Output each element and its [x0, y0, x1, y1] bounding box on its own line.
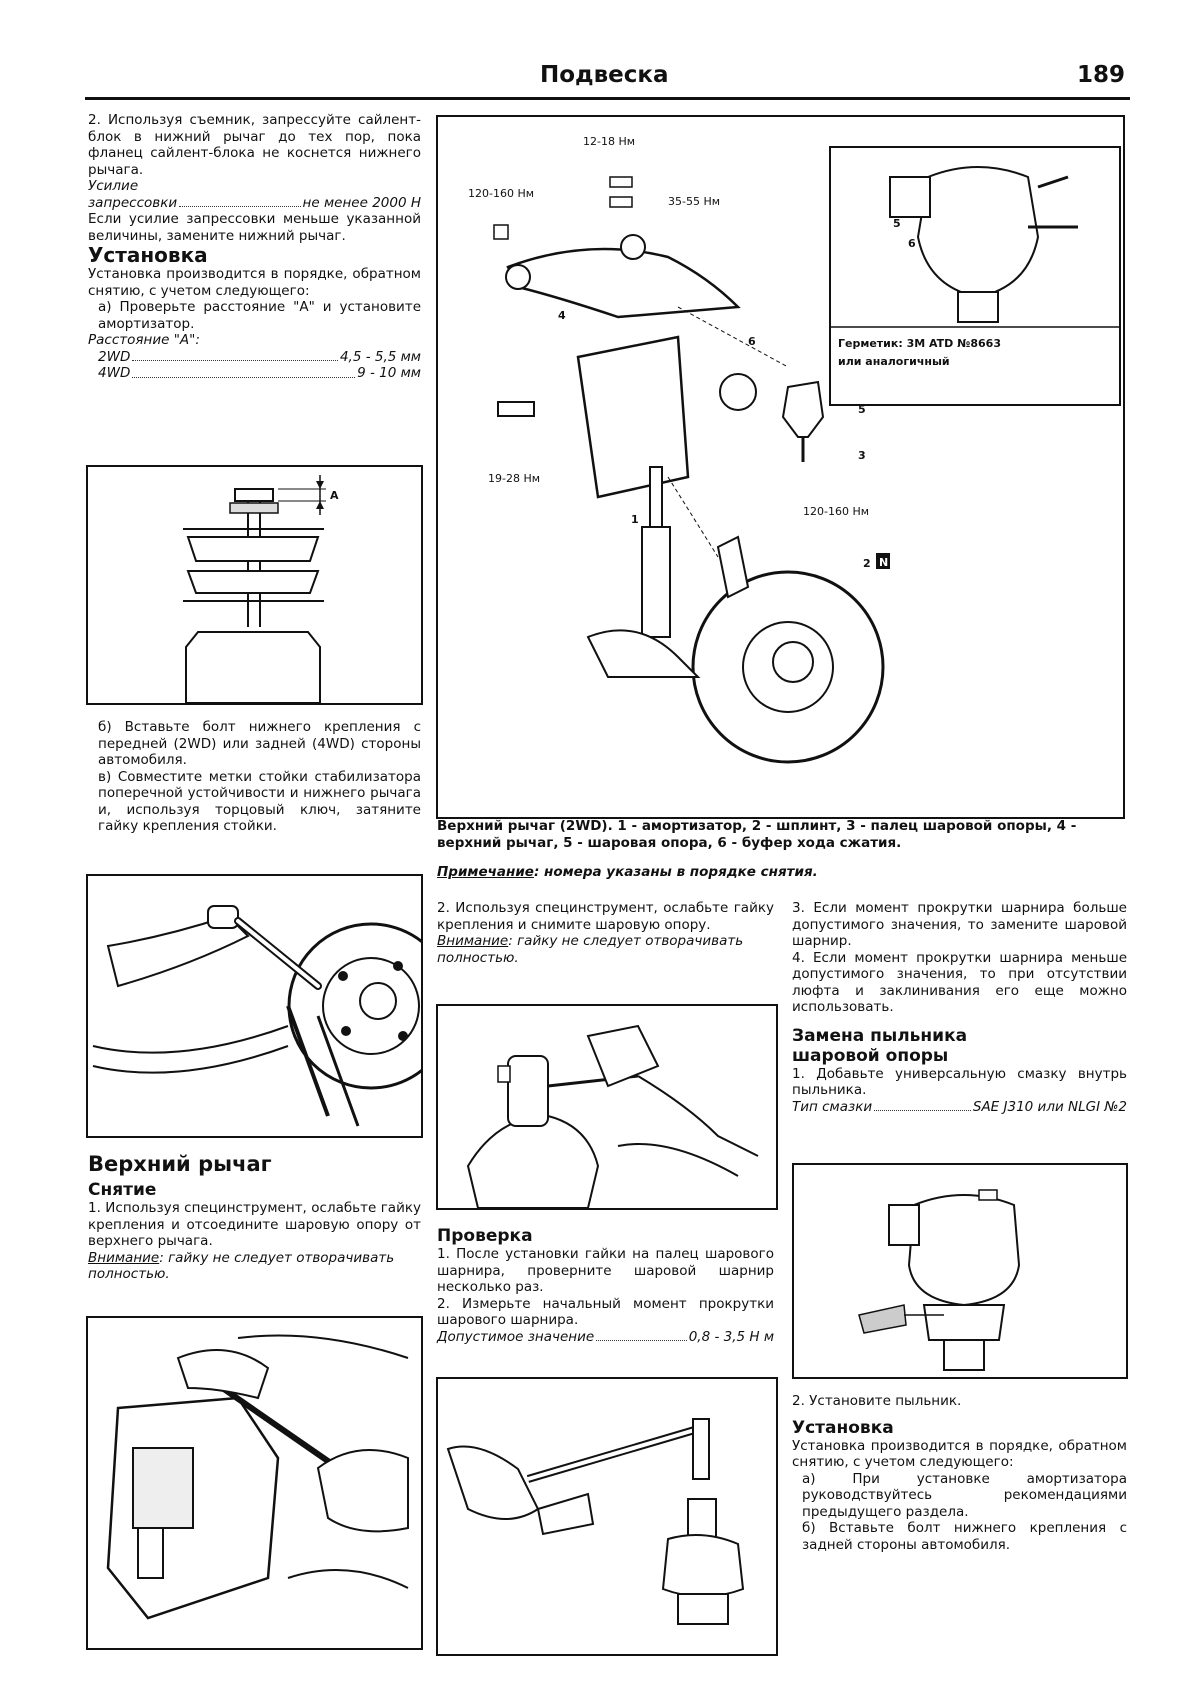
middle-warning-label: Внимание: [437, 933, 509, 949]
middle-step-2: 2. Используя специнструмент, ослабьте га…: [437, 900, 774, 933]
install-step-c: в) Совместите метки стойки стабилизатора…: [98, 768, 421, 835]
boot-heading-2: шаровой опоры: [792, 1045, 949, 1066]
middle-column-top: 2. Используя специнструмент, ослабьте га…: [437, 900, 774, 966]
part-label-4: 4: [558, 309, 566, 322]
torque-label-5: 120-160 Нм: [803, 505, 869, 518]
right-install-intro: Установка производится в порядке, обратн…: [792, 1437, 1127, 1471]
sealant-text-2: или аналогичный: [838, 355, 950, 368]
removal-heading: Снятие: [88, 1180, 157, 1200]
distance-4wd-value: 9 - 10 мм: [357, 365, 421, 381]
force-label: Усилие: [88, 178, 139, 194]
distance-a-label: A: [330, 489, 339, 502]
right-column-top: 3. Если момент прокрутки шарнира больше …: [792, 900, 1127, 1115]
ball-joint-removal-drawing: [106, 1334, 409, 1620]
right-step-4: 4. Если момент прокрутки шарнира меньше …: [792, 949, 1127, 1016]
torque-label-1: 12-18 Нм: [583, 135, 635, 148]
dot-leader: [132, 349, 338, 361]
figure-shock-absorber-distance: A: [86, 465, 423, 705]
boot-step-1: 1. Добавьте универсальную смазку внутрь …: [792, 1065, 1127, 1099]
figure-ball-joint-nut: [436, 1004, 778, 1210]
part-label-6: 6: [748, 335, 756, 348]
warning-label: Внимание: [88, 1249, 160, 1266]
figure-torque-wrench: [436, 1377, 778, 1656]
dot-leader: [132, 365, 356, 378]
figure-upper-arm-exploded: 5 6 Герметик: 3M ATD №8663 или аналогичн…: [436, 115, 1125, 819]
left-paragraph-1: 2. Используя съемник, запрессуйте сайлен…: [88, 112, 421, 178]
header-rule: [85, 97, 1130, 100]
install-intro: Установка производится в порядке, обратн…: [88, 266, 421, 299]
allowed-value-row: Допустимое значение 0,8 - 3,5 Н м: [437, 1329, 774, 1346]
right-install-heading: Установка: [792, 1417, 894, 1438]
right-install-step-b: б) Вставьте болт нижнего крепления с зад…: [802, 1520, 1127, 1553]
figure-ball-joint-boot: [792, 1163, 1128, 1379]
torque-label-4: 19-28 Нм: [488, 472, 540, 485]
distance-label: Расстояние "А":: [88, 332, 200, 348]
left-column-middle: б) Вставьте болт нижнего крепления с пер…: [88, 719, 421, 835]
ball-joint-nut-drawing: [466, 1024, 759, 1208]
part-label-2: 2: [863, 557, 871, 570]
part-label-n: N: [879, 556, 888, 569]
page-title: Подвеска: [540, 62, 669, 88]
ball-joint-boot-drawing: [858, 1189, 1021, 1371]
inset-label-5: 5: [893, 217, 901, 230]
middle-warning-text: : гайку не следует отворачивать полность…: [437, 933, 744, 966]
boot-step-2: 2. Установите пыльник.: [792, 1393, 962, 1409]
left-column-bottom: Верхний рычаг Снятие 1. Используя специн…: [88, 1152, 421, 1283]
figure-stabilizer-wrench: [86, 874, 423, 1138]
upper-arm-shape: [506, 247, 741, 319]
removal-step-1: 1. Используя специнструмент, ослабьте га…: [88, 1200, 421, 1249]
torque-label-2: 120-160 Нм: [468, 187, 534, 200]
figure-ball-joint-removal: [86, 1316, 423, 1650]
allowed-value: 0,8 - 3,5 Н м: [688, 1328, 774, 1345]
sealant-text: Герметик: 3M ATD №8663: [838, 337, 1001, 350]
install-step-b: б) Вставьте болт нижнего крепления с пер…: [98, 719, 421, 768]
force-spec-key: запрессовки: [88, 194, 178, 211]
check-heading: Проверка: [437, 1226, 533, 1246]
right-install-step-a: а) При установке амортизатора руководств…: [802, 1470, 1127, 1520]
distance-2wd-row: 2WD 4,5 - 5,5 мм: [88, 349, 421, 366]
distance-2wd-key: 2WD: [98, 348, 131, 365]
distance-4wd-key: 4WD: [98, 365, 131, 381]
dot-leader: [596, 1329, 687, 1341]
boot-heading-1: Замена пыльника: [792, 1025, 968, 1046]
stabilizer-wrench-drawing: [92, 905, 421, 1127]
note-label: Примечание: [437, 864, 534, 880]
install-step-a: а) Проверьте расстояние "А" и установите…: [98, 299, 421, 332]
note-text: : номера указаны в порядке снятия.: [533, 864, 818, 880]
torque-label-3: 35-55 Нм: [668, 195, 720, 208]
bracket-shape: [576, 335, 690, 499]
shock-absorber-shape: [641, 526, 671, 638]
left-column-top: 2. Используя съемник, запрессуйте сайлен…: [88, 112, 421, 382]
distance-4wd-row: 4WD 9 - 10 мм: [88, 365, 421, 382]
dot-leader: [179, 195, 301, 207]
warning-text: : гайку не следует отворачивать полность…: [88, 1249, 395, 1283]
grease-value: SAE J310 или NLGI №2: [972, 1098, 1127, 1115]
check-step-1: 1. После установки гайки на палец шарово…: [437, 1246, 774, 1295]
shock-absorber-drawing: A: [183, 475, 339, 703]
part-label-3: 3: [858, 449, 866, 462]
allowed-value-key: Допустимое значение: [437, 1328, 595, 1345]
right-step-3: 3. Если момент прокрутки шарнира больше …: [792, 900, 1127, 949]
install-heading: Установка: [88, 243, 208, 267]
part-label-1: 1: [631, 513, 639, 526]
force-spec-value: не менее 2000 Н: [302, 194, 421, 211]
grease-row: Тип смазки SAE J310 или NLGI №2: [792, 1099, 1127, 1116]
right-column-bottom: 2. Установите пыльник. Установка Установ…: [792, 1393, 1127, 1553]
upper-arm-heading: Верхний рычаг: [88, 1152, 272, 1176]
page-number: 189: [1077, 62, 1126, 88]
figure-note: Примечание: номера указаны в порядке сня…: [437, 864, 818, 880]
torque-wrench-drawing: [446, 1418, 745, 1625]
distance-2wd-value: 4,5 - 5,5 мм: [339, 348, 421, 365]
check-step-2: 2. Измерьте начальный момент прокрутки ш…: [437, 1295, 774, 1329]
figure-caption: Верхний рычаг (2WD). 1 - амортизатор, 2 …: [437, 818, 1077, 851]
force-spec-row: запрессовки не менее 2000 Н: [88, 195, 421, 212]
dot-leader: [874, 1099, 971, 1111]
part-label-5: 5: [858, 403, 866, 416]
inset-label-6: 6: [908, 237, 916, 250]
middle-column-check: Проверка 1. После установки гайки на пал…: [437, 1226, 774, 1345]
left-paragraph-2: Если усилие запрессовки меньше указанной…: [88, 211, 421, 244]
upper-arm-exploded-drawing: 5 6 Герметик: 3M ATD №8663 или аналогичн…: [468, 135, 1121, 764]
grease-key: Тип смазки: [792, 1098, 873, 1115]
